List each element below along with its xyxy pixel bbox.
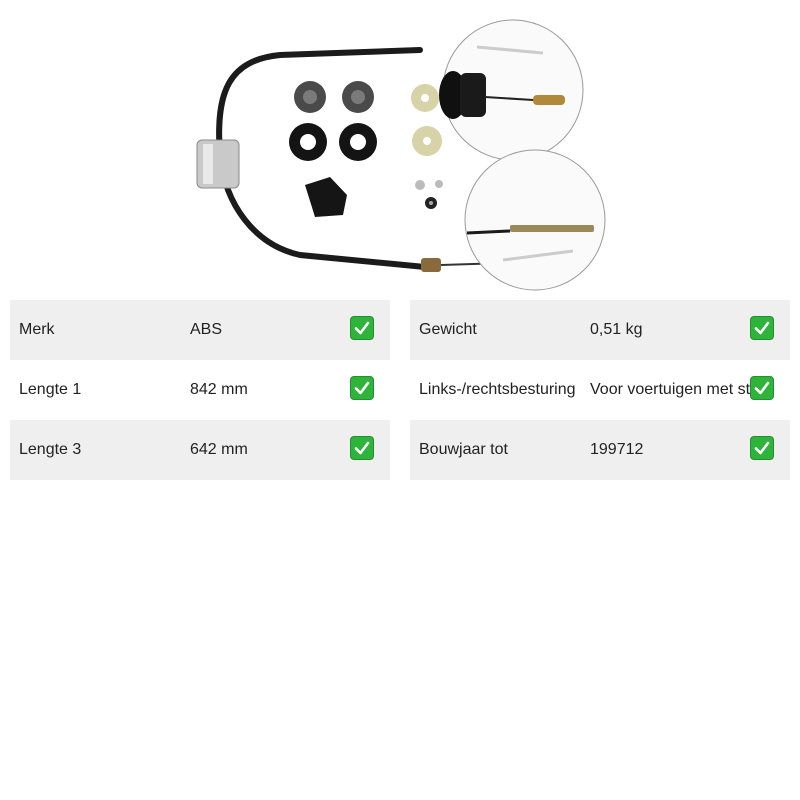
check-mark-icon xyxy=(350,376,374,400)
check-mark-icon xyxy=(350,436,374,460)
specs-left-column: Merk ABS Lengte 1 842 mm Lengte 3 642 mm xyxy=(10,300,390,480)
spec-row: Merk ABS xyxy=(10,300,390,360)
spec-value: 0,51 kg xyxy=(590,321,643,338)
spec-label: Lengte 1 xyxy=(19,381,82,398)
specs-right-column: Gewicht 0,51 kg Links-/rechtsbesturing V… xyxy=(410,300,790,480)
spec-label: Lengte 3 xyxy=(19,441,82,458)
spec-label: Bouwjaar tot xyxy=(419,441,508,458)
spec-row: Lengte 3 642 mm xyxy=(10,420,390,480)
spec-value: 842 mm xyxy=(190,381,248,398)
spec-row: Gewicht 0,51 kg xyxy=(410,300,790,360)
spec-row: Bouwjaar tot 199712 xyxy=(410,420,790,480)
spec-row: Links-/rechtsbesturing Voor voertuigen m… xyxy=(410,360,790,420)
spec-value: ABS xyxy=(190,321,223,338)
spec-label: Merk xyxy=(19,321,55,338)
spec-value: 642 mm xyxy=(190,441,248,458)
check-mark-icon xyxy=(750,376,774,400)
check-mark-icon xyxy=(350,316,374,340)
spec-row: Lengte 1 842 mm xyxy=(10,360,390,420)
spec-label: Links-/rechtsbesturing xyxy=(419,381,576,398)
spec-label: Gewicht xyxy=(419,321,477,338)
check-mark-icon xyxy=(750,436,774,460)
spec-value: Voor voertuigen met stuur xyxy=(590,381,774,398)
spec-value: 199712 xyxy=(590,441,644,458)
check-mark-icon xyxy=(750,316,774,340)
product-image xyxy=(185,5,615,295)
